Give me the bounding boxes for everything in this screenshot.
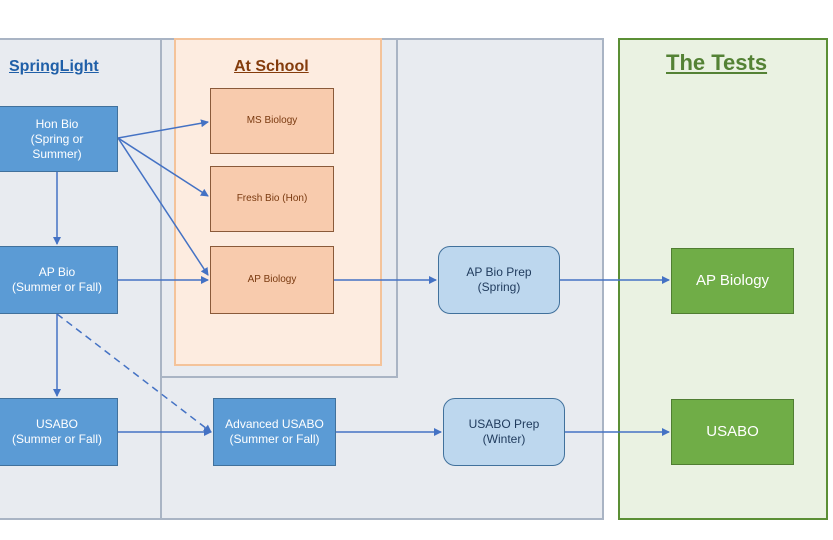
node-fresh-bio: Fresh Bio (Hon) [210, 166, 334, 232]
node-ap-bio: AP Bio (Summer or Fall) [0, 246, 118, 314]
arrow-honbio-apbiology [117, 137, 209, 276]
node-test-ap-biology: AP Biology [671, 248, 794, 314]
arrow-apbio-advancedusabo-dashed [56, 313, 212, 433]
node-usabo-prep: USABO Prep (Winter) [443, 398, 565, 466]
node-ap-biology-school: AP Biology [210, 246, 334, 314]
middle-region-bottom-edge [160, 376, 398, 378]
node-ms-biology: MS Biology [210, 88, 334, 154]
middle-region-divider [396, 38, 398, 378]
node-usabo-course: USABO (Summer or Fall) [0, 398, 118, 466]
node-hon-bio: Hon Bio (Spring or Summer) [0, 106, 118, 172]
springlight-title: SpringLight [9, 58, 99, 75]
arrow-honbio-freshbio [117, 137, 209, 197]
node-advanced-usabo: Advanced USABO (Summer or Fall) [213, 398, 336, 466]
the-tests-title: The Tests [666, 50, 768, 75]
node-ap-bio-prep: AP Bio Prep (Spring) [438, 246, 560, 314]
at-school-title: At School [234, 58, 309, 75]
node-test-usabo: USABO [671, 399, 794, 465]
arrow-honbio-msbio [117, 119, 209, 139]
